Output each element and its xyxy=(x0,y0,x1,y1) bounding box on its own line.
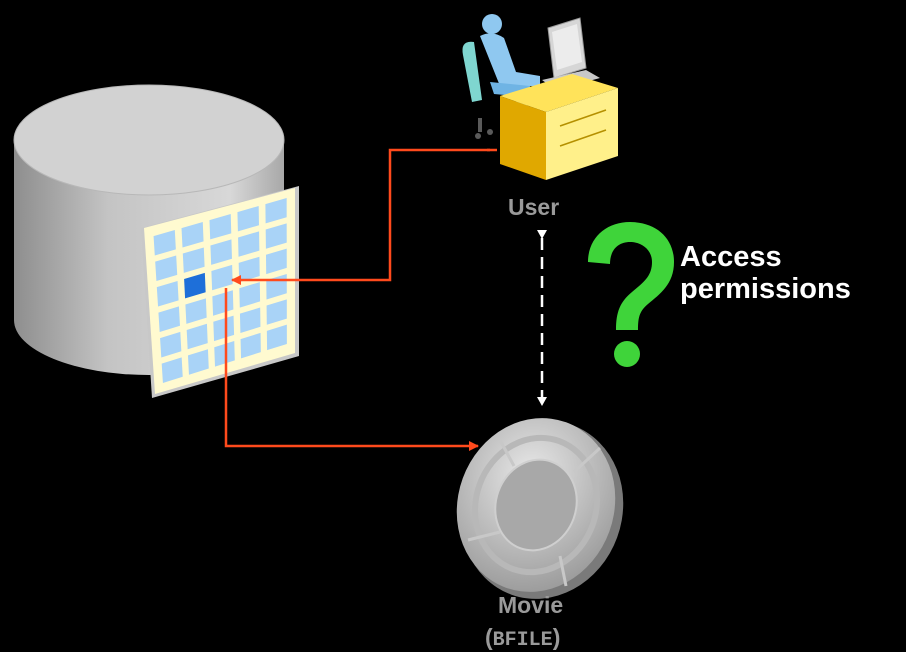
grid-cell xyxy=(209,214,232,240)
highlighted-cell xyxy=(184,272,206,299)
grid-cell xyxy=(155,255,178,281)
table-cells xyxy=(153,198,287,383)
arrow-user-to-table xyxy=(231,148,490,285)
access-line-1: Access xyxy=(680,241,782,273)
grid-cell xyxy=(210,239,232,265)
grid-cell xyxy=(266,324,287,351)
grid-cell xyxy=(238,256,260,283)
bfile-close-paren: ) xyxy=(552,624,561,650)
grid-cell xyxy=(182,247,205,273)
bfile-label: (BFILE) xyxy=(485,624,560,652)
grid-cell xyxy=(181,222,204,248)
grid-cell xyxy=(212,290,234,316)
table-grid-icon xyxy=(141,186,299,398)
access-line-2: permissions xyxy=(680,273,851,305)
grid-cell xyxy=(186,323,208,350)
grid-cell xyxy=(214,341,235,367)
user-at-workstation-icon xyxy=(462,14,618,180)
grid-cell xyxy=(153,230,176,256)
connector-arrows xyxy=(224,148,497,451)
grid-cell xyxy=(160,331,182,358)
arrow-table-to-movie xyxy=(224,288,479,451)
grid-cell xyxy=(213,315,235,342)
film-reel-icon xyxy=(456,418,624,599)
grid-cell xyxy=(237,206,259,232)
access-permissions-label: Access permissions xyxy=(680,241,851,305)
grid-cell xyxy=(211,264,233,291)
movie-label: Movie xyxy=(498,592,564,618)
grid-cell xyxy=(239,307,261,333)
question-mark-icon xyxy=(588,222,674,367)
bfile-open-paren: ( xyxy=(485,624,493,650)
grid-cell xyxy=(158,306,180,332)
grid-cell xyxy=(240,332,261,359)
grid-cell xyxy=(265,223,287,249)
grid-cell xyxy=(265,248,287,275)
grid-cell xyxy=(266,299,287,325)
grid-cell xyxy=(187,349,209,375)
user-label: User xyxy=(508,194,560,220)
grid-cell xyxy=(161,357,183,383)
grid-cell xyxy=(239,282,261,308)
bfile-type: BFILE xyxy=(492,629,553,652)
grid-cell xyxy=(156,280,179,307)
grid-cell xyxy=(185,298,207,324)
grid-cell xyxy=(265,198,287,224)
grid-cell xyxy=(238,231,260,257)
